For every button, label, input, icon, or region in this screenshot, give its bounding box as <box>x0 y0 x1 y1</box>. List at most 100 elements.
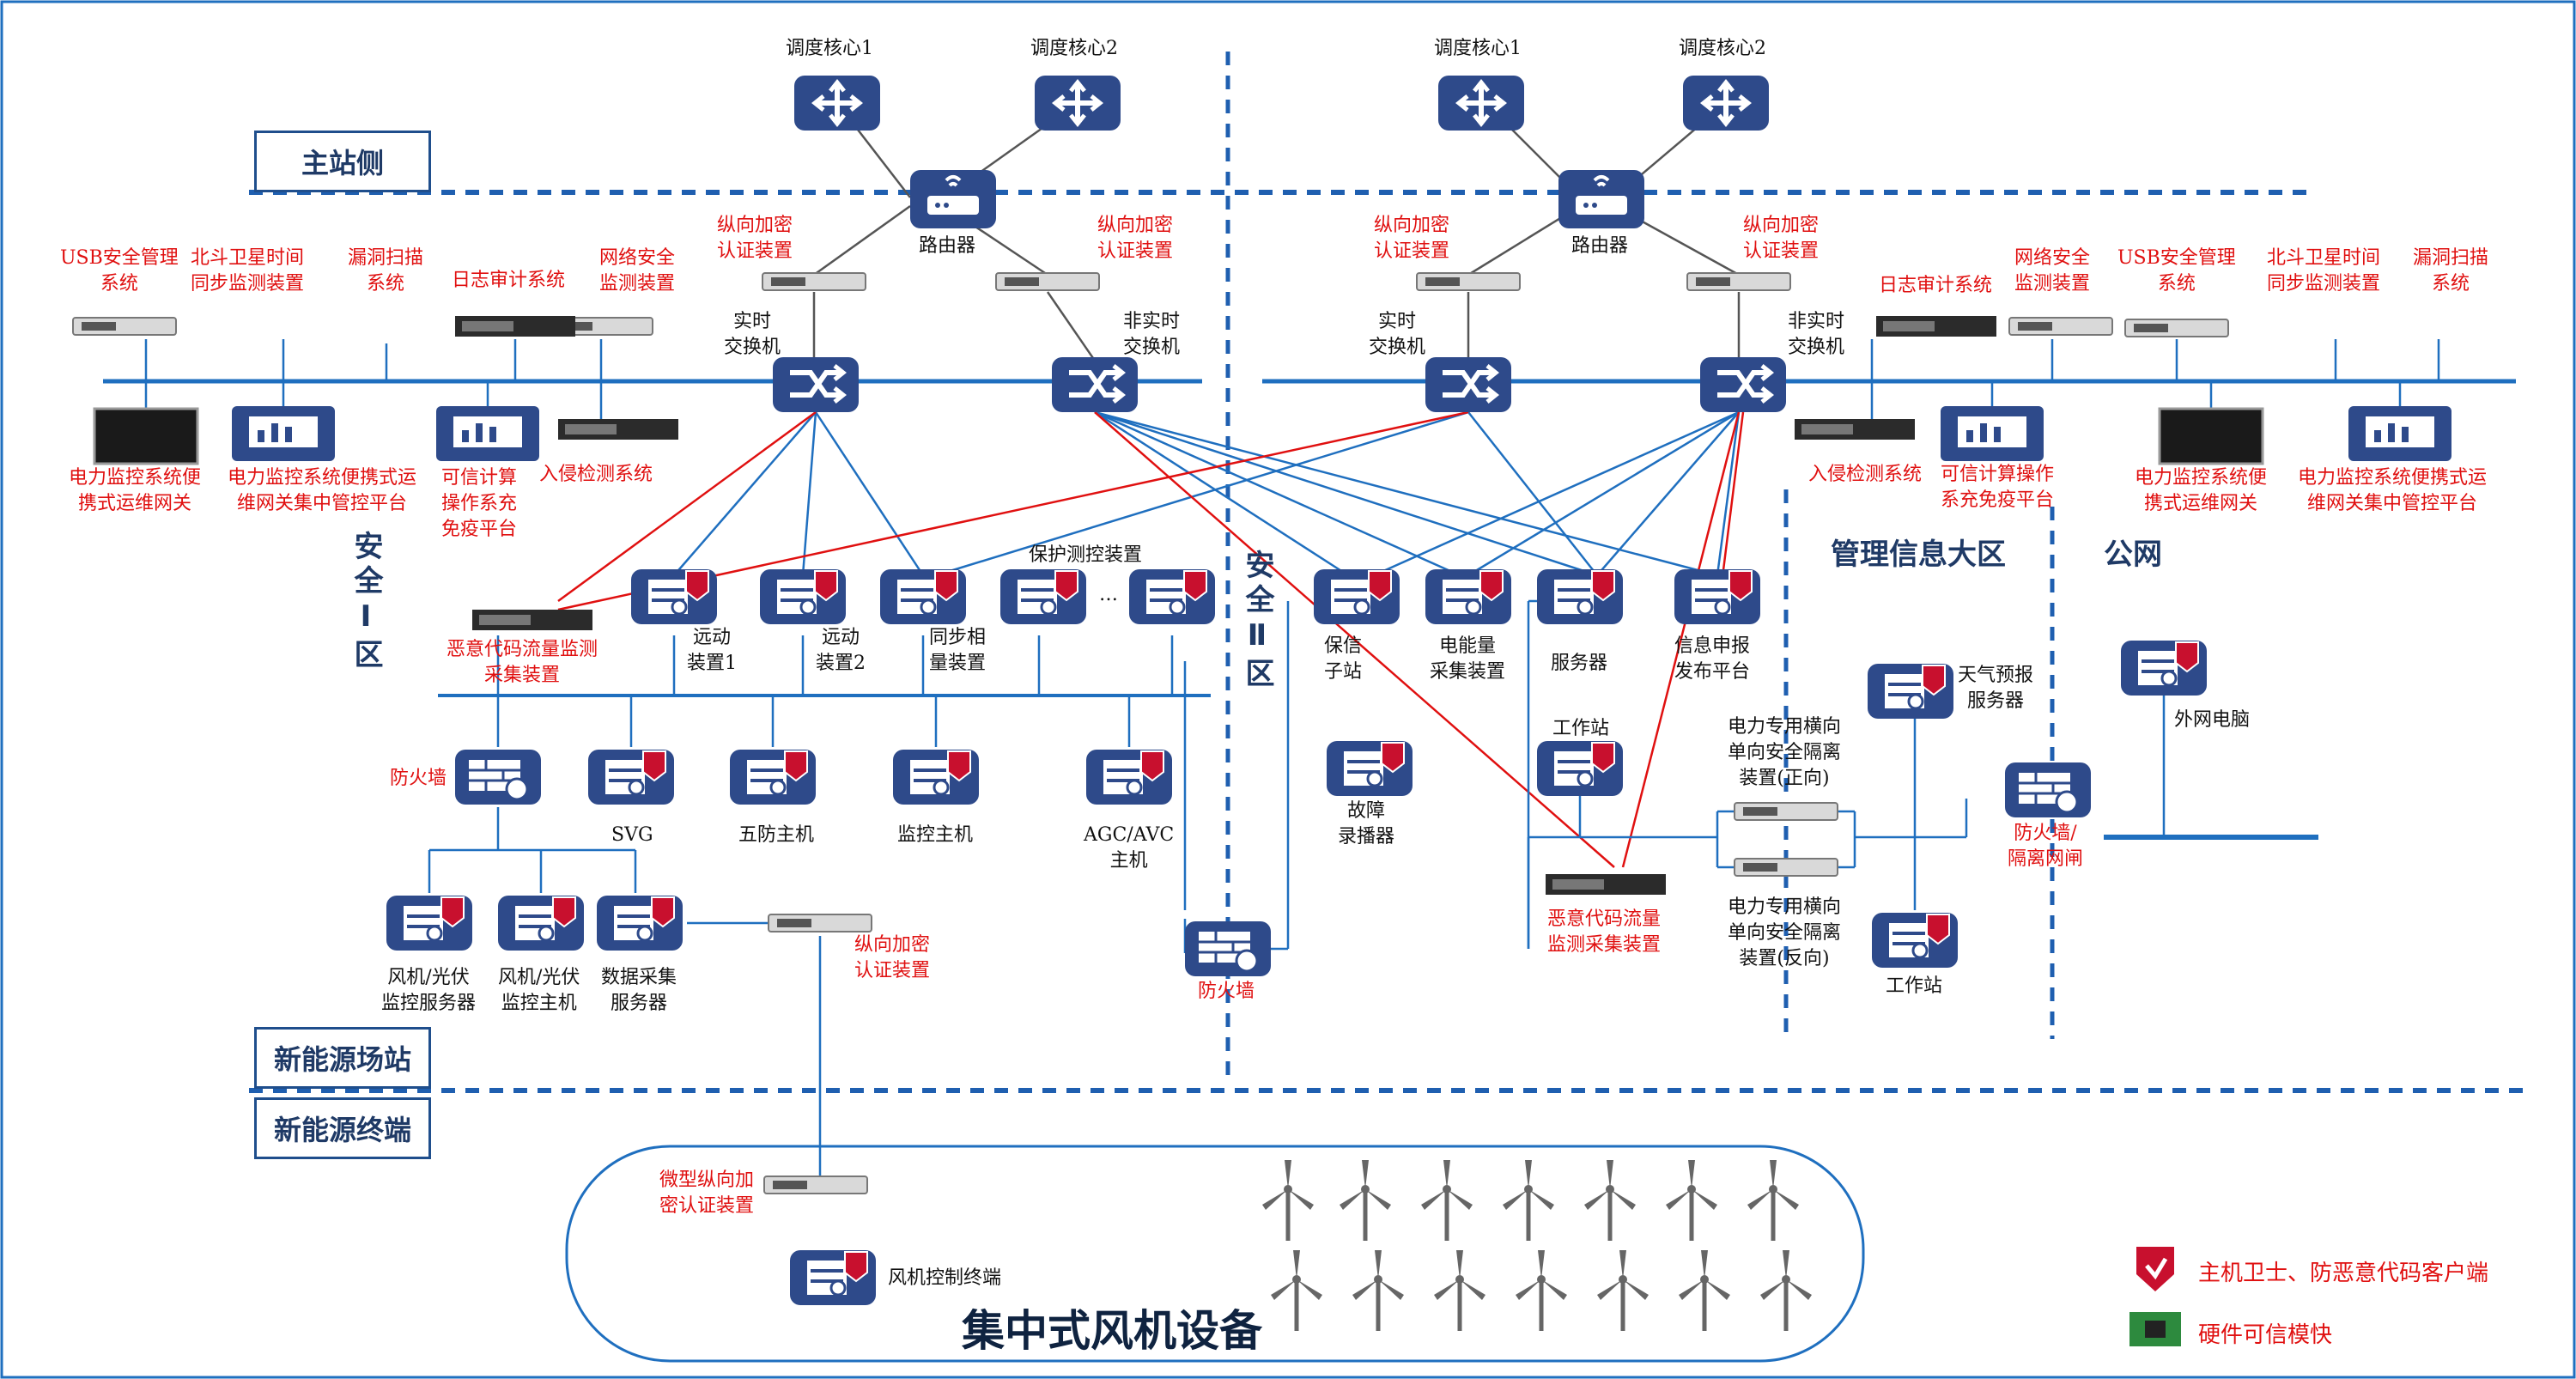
device-icon <box>762 272 866 291</box>
log-audit-label-r: 日志审计系统 <box>1879 275 1993 296</box>
fault-rec-label: 故障 录播器 <box>1338 800 1395 847</box>
turbine-icon <box>1747 1160 1799 1241</box>
monitor-icon <box>1941 406 2044 461</box>
server-icon <box>1084 748 1174 806</box>
turbine-icon <box>1352 1250 1404 1331</box>
vuln-label-r: 漏洞扫描 系统 <box>2413 247 2489 295</box>
server-icon <box>758 568 848 626</box>
firewall-icon <box>2003 761 2093 819</box>
device-icon <box>768 914 872 932</box>
malware2-label: 恶意代码流量 监测采集装置 <box>1547 908 1662 956</box>
enc-right-label-l: 纵向加密 认证装置 <box>1097 215 1174 262</box>
rack-icon <box>1876 316 1996 337</box>
screen-icon <box>2158 407 2264 465</box>
rack-icon <box>1546 874 1666 895</box>
server-icon <box>788 1248 878 1307</box>
micro-enc-label: 微型纵向加 密认证装置 <box>659 1169 755 1217</box>
beidou-label-l: 北斗卫星时间 同步监测装置 <box>191 247 305 295</box>
net-monitor-label-r: 网络安全 监测装置 <box>2014 247 2091 295</box>
ext-pc-label: 外网电脑 <box>2174 709 2251 731</box>
switch-rt-label-r: 实时 交换机 <box>1369 311 1426 358</box>
server-icon <box>1312 568 1401 626</box>
portable-platform-label-l: 电力监控系统便携式运 维网关集中管控平台 <box>228 467 417 514</box>
turbine-icon <box>1262 1160 1314 1241</box>
device-icon <box>2008 317 2113 336</box>
server-icon <box>1325 739 1414 798</box>
device-icon <box>995 272 1100 291</box>
safety-zone-1-label: 安全Ⅰ区 <box>349 531 383 673</box>
device-icon <box>763 1175 868 1194</box>
switch-nrt-label-l: 非实时 交换机 <box>1123 311 1181 358</box>
usb-label-l: USB安全管理 系统 <box>60 247 179 295</box>
server-icon <box>728 748 817 806</box>
usb-label-r: USB安全管理 系统 <box>2117 247 2236 295</box>
workstation-label-r: 工作站 <box>1552 718 1610 739</box>
firewall-label-l: 防火墙 <box>390 768 447 789</box>
device-icon <box>1734 802 1838 821</box>
wind-host-label: 风机/光伏 监控主机 <box>498 967 580 1014</box>
server-label-r: 服务器 <box>1551 653 1608 674</box>
server-icon <box>2119 639 2208 697</box>
rtu1-label: 远动 装置1 <box>687 627 737 674</box>
server-icon <box>1870 911 1959 969</box>
turbine-icon <box>1679 1250 1730 1331</box>
portable-gw-label-l: 电力监控系统便 携式运维网关 <box>69 467 202 514</box>
monitor-icon <box>232 406 335 461</box>
ids-label-r: 入侵检测系统 <box>1808 464 1923 485</box>
device-icon <box>1686 272 1791 291</box>
server-icon <box>496 894 586 952</box>
switch-icon <box>1052 357 1138 412</box>
data-server-label: 数据采集 服务器 <box>601 967 677 1014</box>
legend-host-guard: 主机卫士、防恶意代码客户端 <box>2198 1261 2489 1286</box>
turbine-icon <box>1597 1250 1649 1331</box>
legend-hw-module: 硬件可信模快 <box>2198 1322 2333 1348</box>
iso-rev-label: 电力专用横向 单向安全隔离 装置(反向) <box>1728 896 1842 969</box>
net-monitor-label-l: 网络安全 监测装置 <box>599 247 676 295</box>
turbine-icon <box>1271 1250 1322 1331</box>
public-net-label: 公网 <box>2104 538 2162 572</box>
firewall-icon <box>453 748 543 806</box>
server-icon <box>586 748 676 806</box>
core-icon <box>794 76 880 131</box>
enc-left-label-l: 纵向加密 认证装置 <box>717 215 793 262</box>
device-icon <box>1734 858 1838 877</box>
switch-nrt-label-r: 非实时 交换机 <box>1788 311 1845 358</box>
switch-icon <box>1425 357 1511 412</box>
safety-zone-2-label: 安全Ⅱ区 <box>1240 550 1274 692</box>
enc-right-label-r: 纵向加密 认证装置 <box>1743 215 1820 262</box>
turbine-icon <box>1666 1160 1717 1241</box>
router-label-left: 路由器 <box>919 235 976 257</box>
zone-new-energy-station: 新能源场站 <box>254 1027 431 1089</box>
turbine-icon <box>1760 1250 1812 1331</box>
enc-left-label-r: 纵向加密 认证装置 <box>1374 215 1450 262</box>
trusted-label-r: 可信计算操作 系充免疫平台 <box>1941 464 2055 511</box>
server-icon <box>999 568 1088 626</box>
server-icon <box>1673 568 1762 626</box>
zone-main-station: 主站侧 <box>254 131 431 192</box>
device-icon <box>2124 319 2229 337</box>
core-icon <box>1035 76 1121 131</box>
ids-label-l: 入侵检测系统 <box>539 464 653 485</box>
turbine-icon <box>1340 1160 1391 1241</box>
substation-label: 保信 子站 <box>1324 635 1363 683</box>
agc-label: AGC/AVC 主机 <box>1084 824 1175 872</box>
server-icon <box>385 894 474 952</box>
shield-icon <box>2136 1247 2174 1291</box>
rack-icon <box>455 316 575 337</box>
workstation2-label: 工作站 <box>1886 975 1943 997</box>
core1-label-right: 调度核心1 <box>1434 38 1522 59</box>
firewall-icon <box>1183 920 1273 978</box>
rack-icon <box>558 419 678 440</box>
rtu2-label: 远动 装置2 <box>816 627 866 674</box>
monitor-host-label: 监控主机 <box>897 824 974 846</box>
turbine-icon <box>1584 1160 1636 1241</box>
turbine-icon <box>1434 1250 1485 1331</box>
router-icon <box>908 168 998 230</box>
screen-icon <box>93 407 199 465</box>
wind-server-label: 风机/光伏 监控服务器 <box>381 967 477 1014</box>
core-icon <box>1683 76 1769 131</box>
portable-platform-label-r: 电力监控系统便携式运 维网关集中管控平台 <box>2298 467 2488 514</box>
protection-label: 保护测控装置 <box>1029 544 1143 566</box>
